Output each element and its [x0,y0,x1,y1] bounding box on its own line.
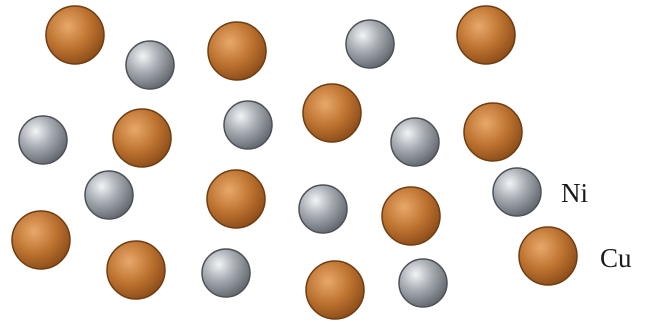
legend-label-cu: Cu [600,243,632,273]
ni-atom [399,259,447,307]
cu-atom [464,103,522,161]
atoms-layer [12,6,577,319]
ni-atom [126,41,174,89]
ni-atom [391,118,439,166]
ni-atom [202,249,250,297]
cu-atom [46,6,104,64]
cu-atom [207,170,265,228]
ni-atom [224,101,272,149]
cu-atom [113,109,171,167]
ni-atom [299,185,347,233]
cu-atom [12,211,70,269]
cu-atom [382,187,440,245]
cu-atom [457,6,515,64]
cu-atom [303,84,361,142]
cu-atom [107,241,165,299]
legend-label-ni: Ni [561,178,588,208]
cu-atom [306,261,364,319]
ni-atom [346,20,394,68]
ni-atom [19,116,67,164]
ni-atom [85,171,133,219]
cu-atom [208,22,266,80]
legend-ni-atom [493,168,541,216]
legend-cu-atom [519,227,577,285]
